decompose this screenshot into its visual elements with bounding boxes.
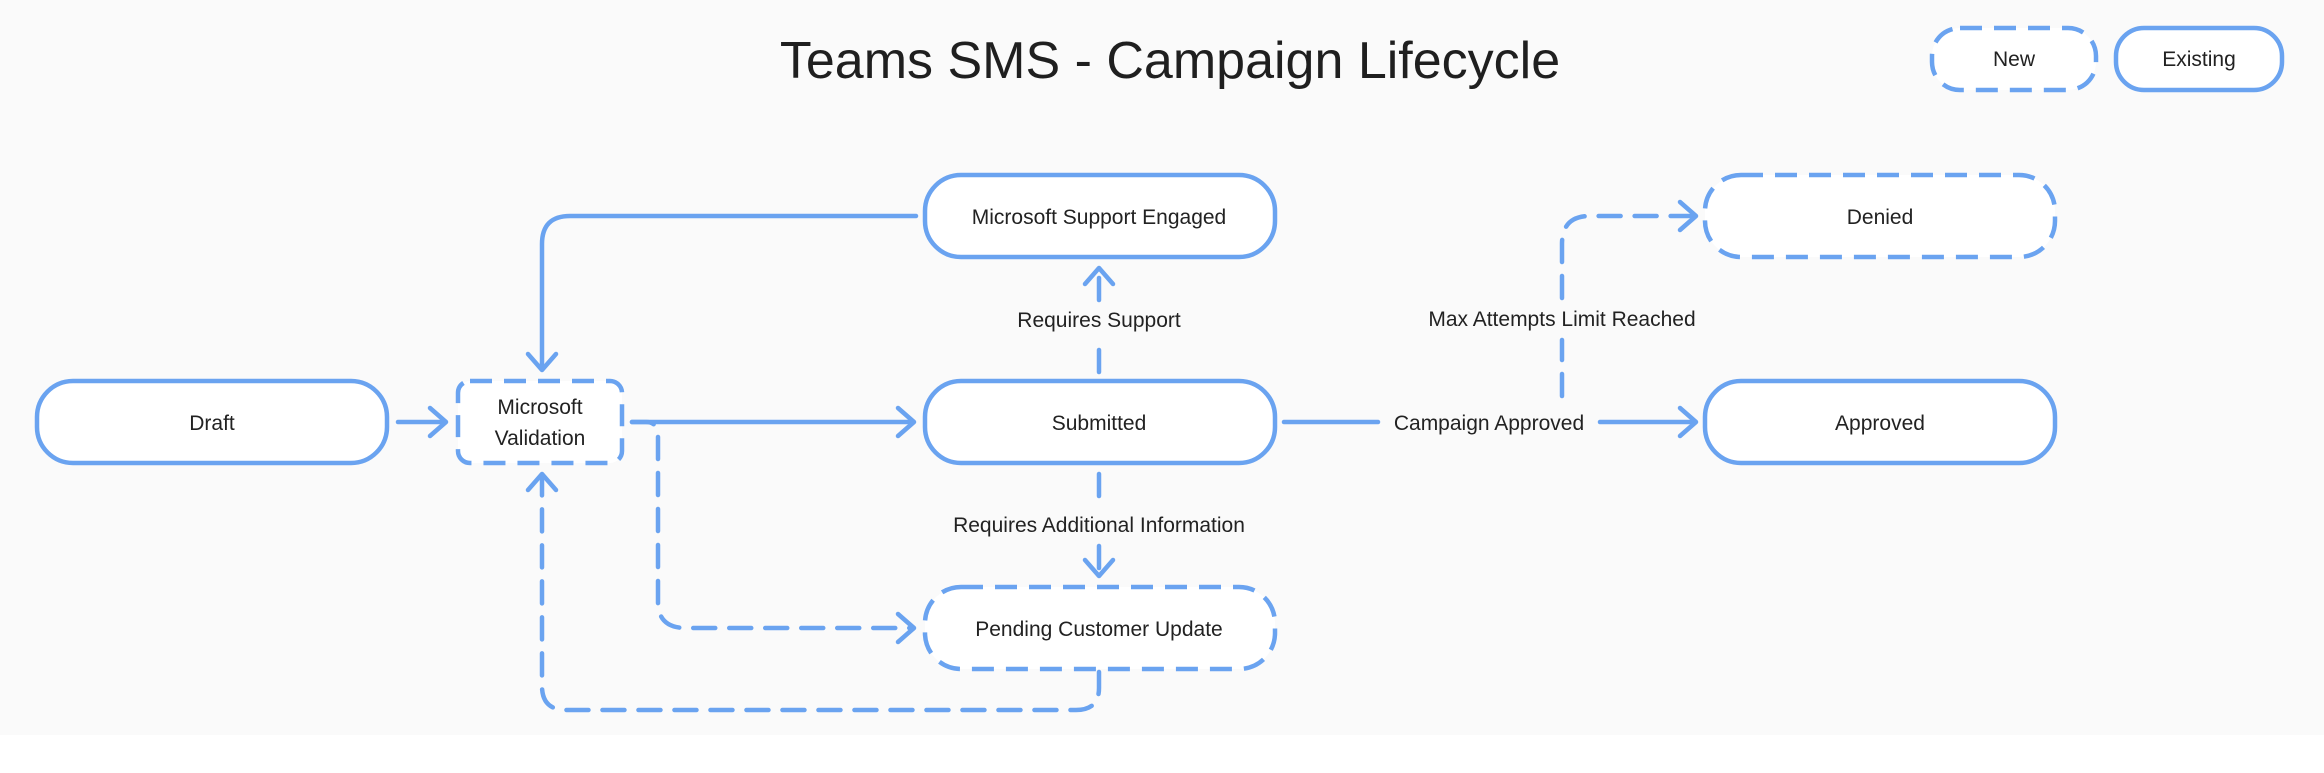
node-pending-customer-update: [922, 584, 1278, 672]
arrowhead-approved-to-denied: [1677, 199, 1699, 233]
node-microsoft-support-engaged: [922, 172, 1278, 260]
arrowhead-submitted-to-approved: [1677, 405, 1699, 439]
arrowhead-support-to-validation: [525, 351, 559, 373]
node-approved: [1702, 378, 2058, 466]
arrowhead-submitted-to-pending: [1082, 557, 1116, 579]
legend: New Existing: [1929, 25, 2285, 93]
label-campaign-approved: Campaign Approved: [1394, 412, 1584, 435]
node-pending-label: Pending Customer Update: [975, 618, 1222, 641]
edge-validation-to-pending: [629, 419, 915, 631]
node-submitted-label: Submitted: [1052, 412, 1147, 435]
node-denied-label: Denied: [1847, 206, 1914, 229]
legend-existing-label: Existing: [2162, 48, 2236, 71]
arrowhead-submitted-to-support: [1082, 265, 1116, 287]
edge-pending-to-validation: [539, 473, 1102, 713]
arrowhead-validation-to-submitted: [895, 405, 917, 439]
label-requires-additional-information: Requires Additional Information: [953, 514, 1245, 537]
diagram-stage: Teams SMS - Campaign Lifecycle New Exist…: [34, 25, 2285, 713]
legend-new-box: [1929, 25, 2099, 93]
arrowhead-draft-to-validation: [427, 405, 449, 439]
node-microsoft-validation: [455, 378, 625, 466]
node-draft-label: Draft: [189, 412, 235, 435]
edge-support-to-validation: [539, 213, 919, 371]
legend-existing-box: [2113, 25, 2285, 93]
arrowhead-pending-to-validation: [525, 471, 559, 493]
label-max-attempts-limit-reached: Max Attempts Limit Reached: [1428, 308, 1695, 331]
node-validation-label-line1: Microsoft: [497, 396, 582, 419]
node-approved-label: Approved: [1835, 412, 1925, 435]
label-requires-support: Requires Support: [1017, 309, 1181, 332]
arrowhead-validation-to-pending: [895, 611, 917, 645]
node-validation-label-line2: Validation: [495, 427, 586, 450]
diagram-title: Teams SMS - Campaign Lifecycle: [780, 32, 1560, 90]
node-draft: [34, 378, 390, 466]
node-submitted: [922, 378, 1278, 466]
lifecycle-diagram: Teams SMS - Campaign Lifecycle New Exist…: [34, 25, 2285, 713]
legend-new-label: New: [1993, 48, 2036, 71]
edge-approved-to-denied-upper: [1559, 213, 1697, 301]
node-denied: [1702, 172, 2058, 260]
node-support-label: Microsoft Support Engaged: [972, 206, 1226, 229]
